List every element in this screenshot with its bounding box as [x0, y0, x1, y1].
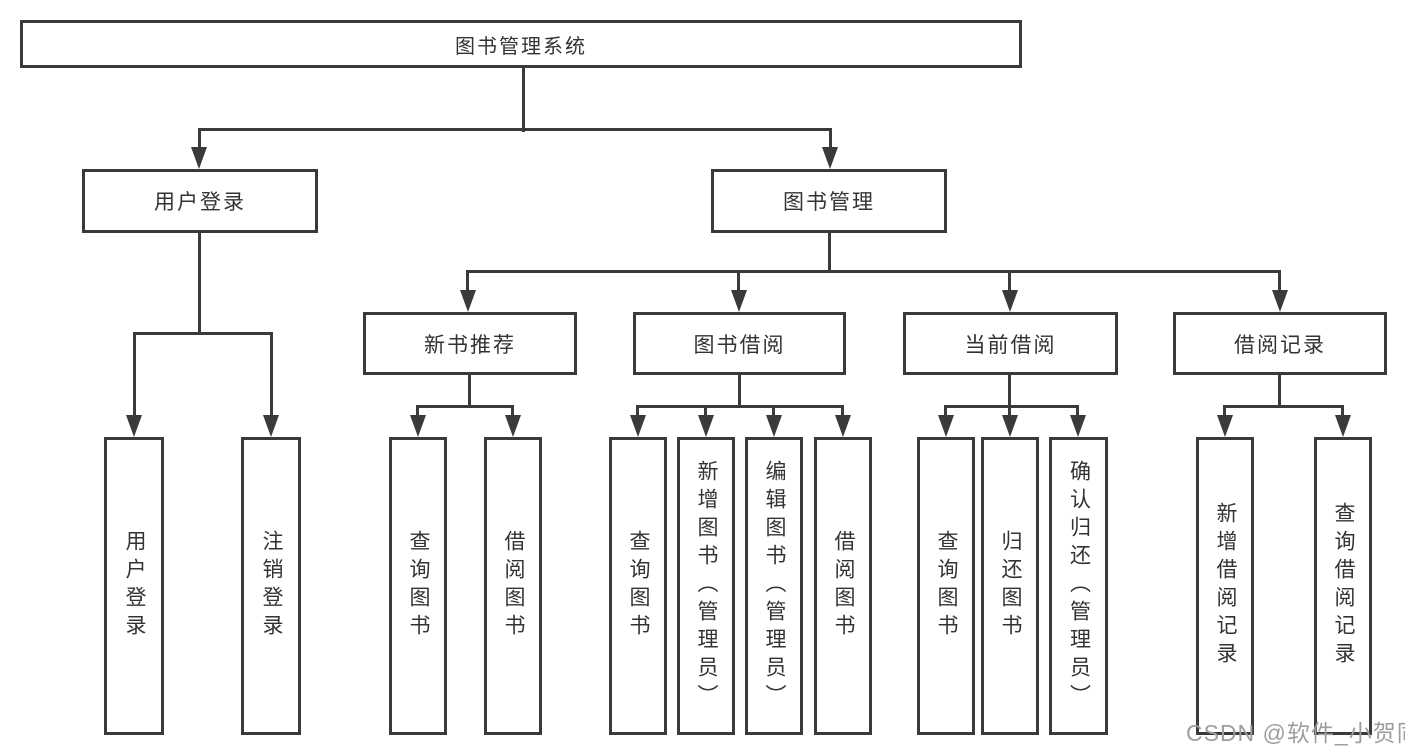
- connector-drop-confirmreturn: [1076, 405, 1079, 418]
- connector-bookmgmt-stem: [828, 233, 831, 272]
- connector-drop-editbooks: [772, 405, 775, 418]
- connector-newbook-rail: [416, 405, 514, 408]
- arrowhead-addrecord: [1217, 415, 1233, 437]
- connector-level1-rail: [198, 128, 831, 131]
- arrowhead-bookborrow: [731, 290, 747, 312]
- leaf-query-books-3: 查询图书: [917, 437, 975, 735]
- connector-root-stem: [522, 68, 525, 132]
- connector-drop-returnbooks: [1008, 405, 1011, 418]
- connector-bookborrow-stem: [738, 375, 741, 407]
- arrowhead-currentborrow: [1002, 290, 1018, 312]
- connector-drop-newbook: [466, 270, 469, 293]
- leaf-query-books-2: 查询图书: [609, 437, 667, 735]
- node-new-book-recommend: 新书推荐: [363, 312, 577, 375]
- arrowhead-queryrecord: [1335, 415, 1351, 437]
- leaf-logout: 注销登录: [241, 437, 301, 735]
- connector-drop-queryrecord: [1341, 405, 1344, 418]
- connector-userlogin-rail: [133, 332, 273, 335]
- arrowhead-editbooks: [766, 415, 782, 437]
- node-current-borrowing: 当前借阅: [903, 312, 1118, 375]
- arrowhead-leaf-logout: [263, 415, 279, 437]
- leaf-edit-books-admin: 编辑图书（管理员）: [745, 437, 803, 735]
- arrowhead-confirmreturn: [1070, 415, 1086, 437]
- connector-drop-borrow2: [841, 405, 844, 418]
- leaf-query-borrow-record: 查询借阅记录: [1314, 437, 1372, 735]
- leaf-return-books: 归还图书: [981, 437, 1039, 735]
- leaf-borrow-books-2: 借阅图书: [814, 437, 872, 735]
- connector-borrowrecords-rail: [1223, 405, 1344, 408]
- connector-currentborrow-rail: [944, 405, 1079, 408]
- leaf-add-books-admin: 新增图书（管理员）: [677, 437, 735, 735]
- arrowhead-query3: [938, 415, 954, 437]
- csdn-watermark: CSDN @软件_小贺同学: [1186, 720, 1405, 746]
- connector-drop-bookborrow: [737, 270, 740, 293]
- leaf-query-books-1: 查询图书: [389, 437, 447, 735]
- arrowhead-leaf-login: [126, 415, 142, 437]
- arrowhead-query2: [630, 415, 646, 437]
- leaf-borrow-books-1: 借阅图书: [484, 437, 542, 735]
- connector-drop-borrow1: [511, 405, 514, 418]
- arrowhead-borrow2: [835, 415, 851, 437]
- connector-drop-leaf-login: [133, 332, 136, 418]
- connector-newbook-stem: [468, 375, 471, 407]
- arrowhead-returnbooks: [1002, 415, 1018, 437]
- arrowhead-addbooks: [698, 415, 714, 437]
- node-user-login: 用户登录: [82, 169, 318, 233]
- arrowhead-query1: [410, 415, 426, 437]
- connector-level2-rail: [466, 270, 1281, 273]
- connector-userlogin-stem: [198, 233, 201, 334]
- connector-borrowrecords-stem: [1278, 375, 1281, 407]
- connector-drop-query1: [416, 405, 419, 418]
- connector-drop-addbooks: [704, 405, 707, 418]
- connector-drop-addrecord: [1223, 405, 1226, 418]
- connector-drop-query2: [636, 405, 639, 418]
- arrowhead-borrowrecords: [1272, 290, 1288, 312]
- arrowhead-user-login: [191, 147, 207, 169]
- arrowhead-book-mgmt: [822, 147, 838, 169]
- node-book-borrowing: 图书借阅: [633, 312, 846, 375]
- connector-drop-book-mgmt: [829, 128, 832, 152]
- connector-drop-currentborrow: [1008, 270, 1011, 293]
- connector-bookborrow-rail: [636, 405, 844, 408]
- leaf-user-login: 用户登录: [104, 437, 164, 735]
- connector-drop-borrowrecords: [1278, 270, 1281, 293]
- node-book-management: 图书管理: [711, 169, 947, 233]
- leaf-confirm-return-admin: 确认归还（管理员）: [1049, 437, 1108, 735]
- arrowhead-newbook: [460, 290, 476, 312]
- node-root-library-system: 图书管理系统: [20, 20, 1022, 68]
- connector-currentborrow-stem: [1008, 375, 1011, 407]
- node-borrowing-records: 借阅记录: [1173, 312, 1387, 375]
- leaf-add-borrow-record: 新增借阅记录: [1196, 437, 1254, 735]
- connector-drop-query3: [944, 405, 947, 418]
- connector-drop-user-login: [198, 128, 201, 152]
- arrowhead-borrow1: [505, 415, 521, 437]
- connector-drop-leaf-logout: [270, 332, 273, 418]
